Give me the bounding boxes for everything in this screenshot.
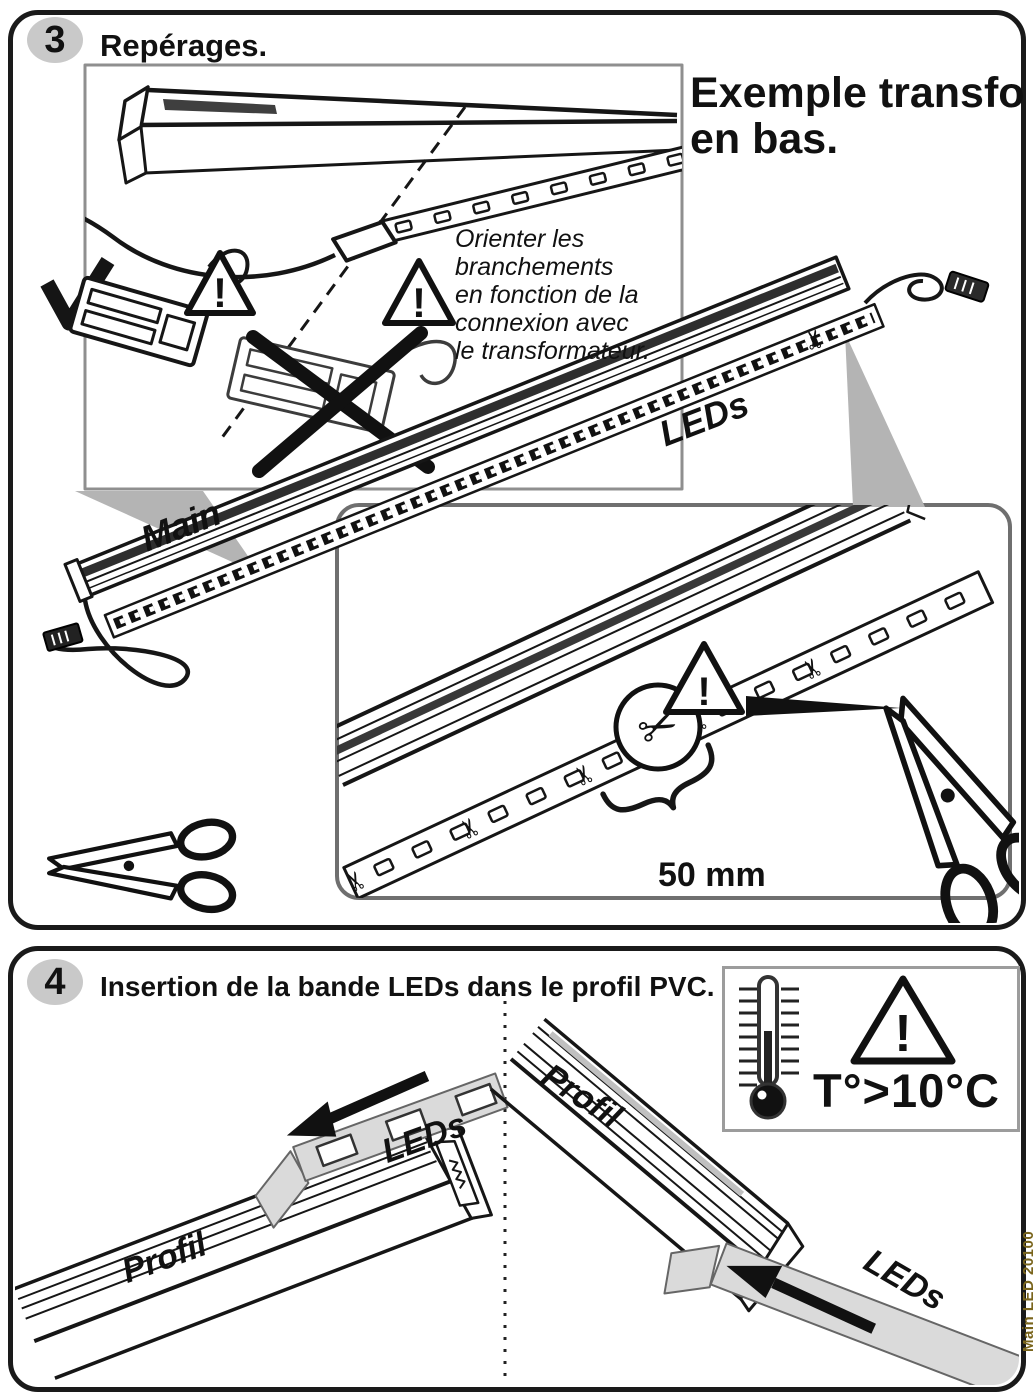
svg-text:!: ! xyxy=(697,670,710,714)
step-number-badge: 4 xyxy=(27,959,83,1005)
measure-brace xyxy=(600,742,715,813)
temperature-warning-box: ! T°>10°C xyxy=(722,966,1020,1132)
strip-end-connector-bottom xyxy=(42,622,84,652)
callout-triangle-right xyxy=(845,333,925,507)
warning-triangle-icon-3: ! xyxy=(663,641,901,716)
left-led-band xyxy=(254,1070,509,1229)
step-3-panel: ! ! xyxy=(8,10,1026,930)
connector-wrong-wire xyxy=(398,339,457,385)
led-groove-shaded xyxy=(163,99,277,114)
strip-end-wire-bottom xyxy=(49,599,190,688)
example-heading: Exemple transfo en bas. xyxy=(690,69,1025,163)
orientation-note: Orienter les branchements en fonction de… xyxy=(455,225,650,365)
svg-text:!: ! xyxy=(894,1005,911,1063)
insert-arrow-left xyxy=(286,1070,430,1137)
warning-triangle-icon: ! xyxy=(184,250,256,316)
connector-correct xyxy=(68,275,210,368)
step-4-panel: 4 Insertion de la bande LEDs dans le pro… xyxy=(8,946,1026,1392)
step-4-title: Insertion de la bande LEDs dans le profi… xyxy=(100,971,715,1002)
inset-profile xyxy=(337,505,926,787)
warning-triangle-icon-4: ! xyxy=(850,975,956,1065)
shelf-board xyxy=(117,85,678,185)
step-number-badge: 3 xyxy=(27,17,83,63)
svg-text:!: ! xyxy=(412,279,426,326)
strip-end-connector-top xyxy=(944,270,990,303)
step-3-illustration: ! ! xyxy=(40,63,1021,925)
measure-label: 50 mm xyxy=(658,856,766,894)
thermometer-icon xyxy=(739,975,799,1120)
step-4-illustration xyxy=(15,989,1019,1385)
temperature-threshold: T°>10°C xyxy=(813,1064,1000,1117)
shelf-scene xyxy=(85,85,682,440)
document-reference-code: Main LED 20100 xyxy=(1020,1230,1034,1352)
scissors-icon-small xyxy=(49,818,236,914)
led-strip-with-connector xyxy=(331,141,682,263)
cut-detail-scene: ✂ ✂ ✂ ✂ ✂ ✂ ! xyxy=(337,505,995,898)
warning-pointer xyxy=(746,696,901,716)
step-3-title: Repérages. xyxy=(100,28,268,63)
dashed-guide-line xyxy=(219,106,467,440)
warning-triangle-icon-2: ! xyxy=(382,258,456,326)
strip-end-wire-top xyxy=(863,272,944,305)
main-profile-and-strip: ✂ xyxy=(63,255,885,639)
svg-text:!: ! xyxy=(213,269,227,316)
supply-wire xyxy=(85,203,336,280)
insert-arrow-right xyxy=(726,1265,876,1334)
right-led-band xyxy=(663,1242,1019,1385)
